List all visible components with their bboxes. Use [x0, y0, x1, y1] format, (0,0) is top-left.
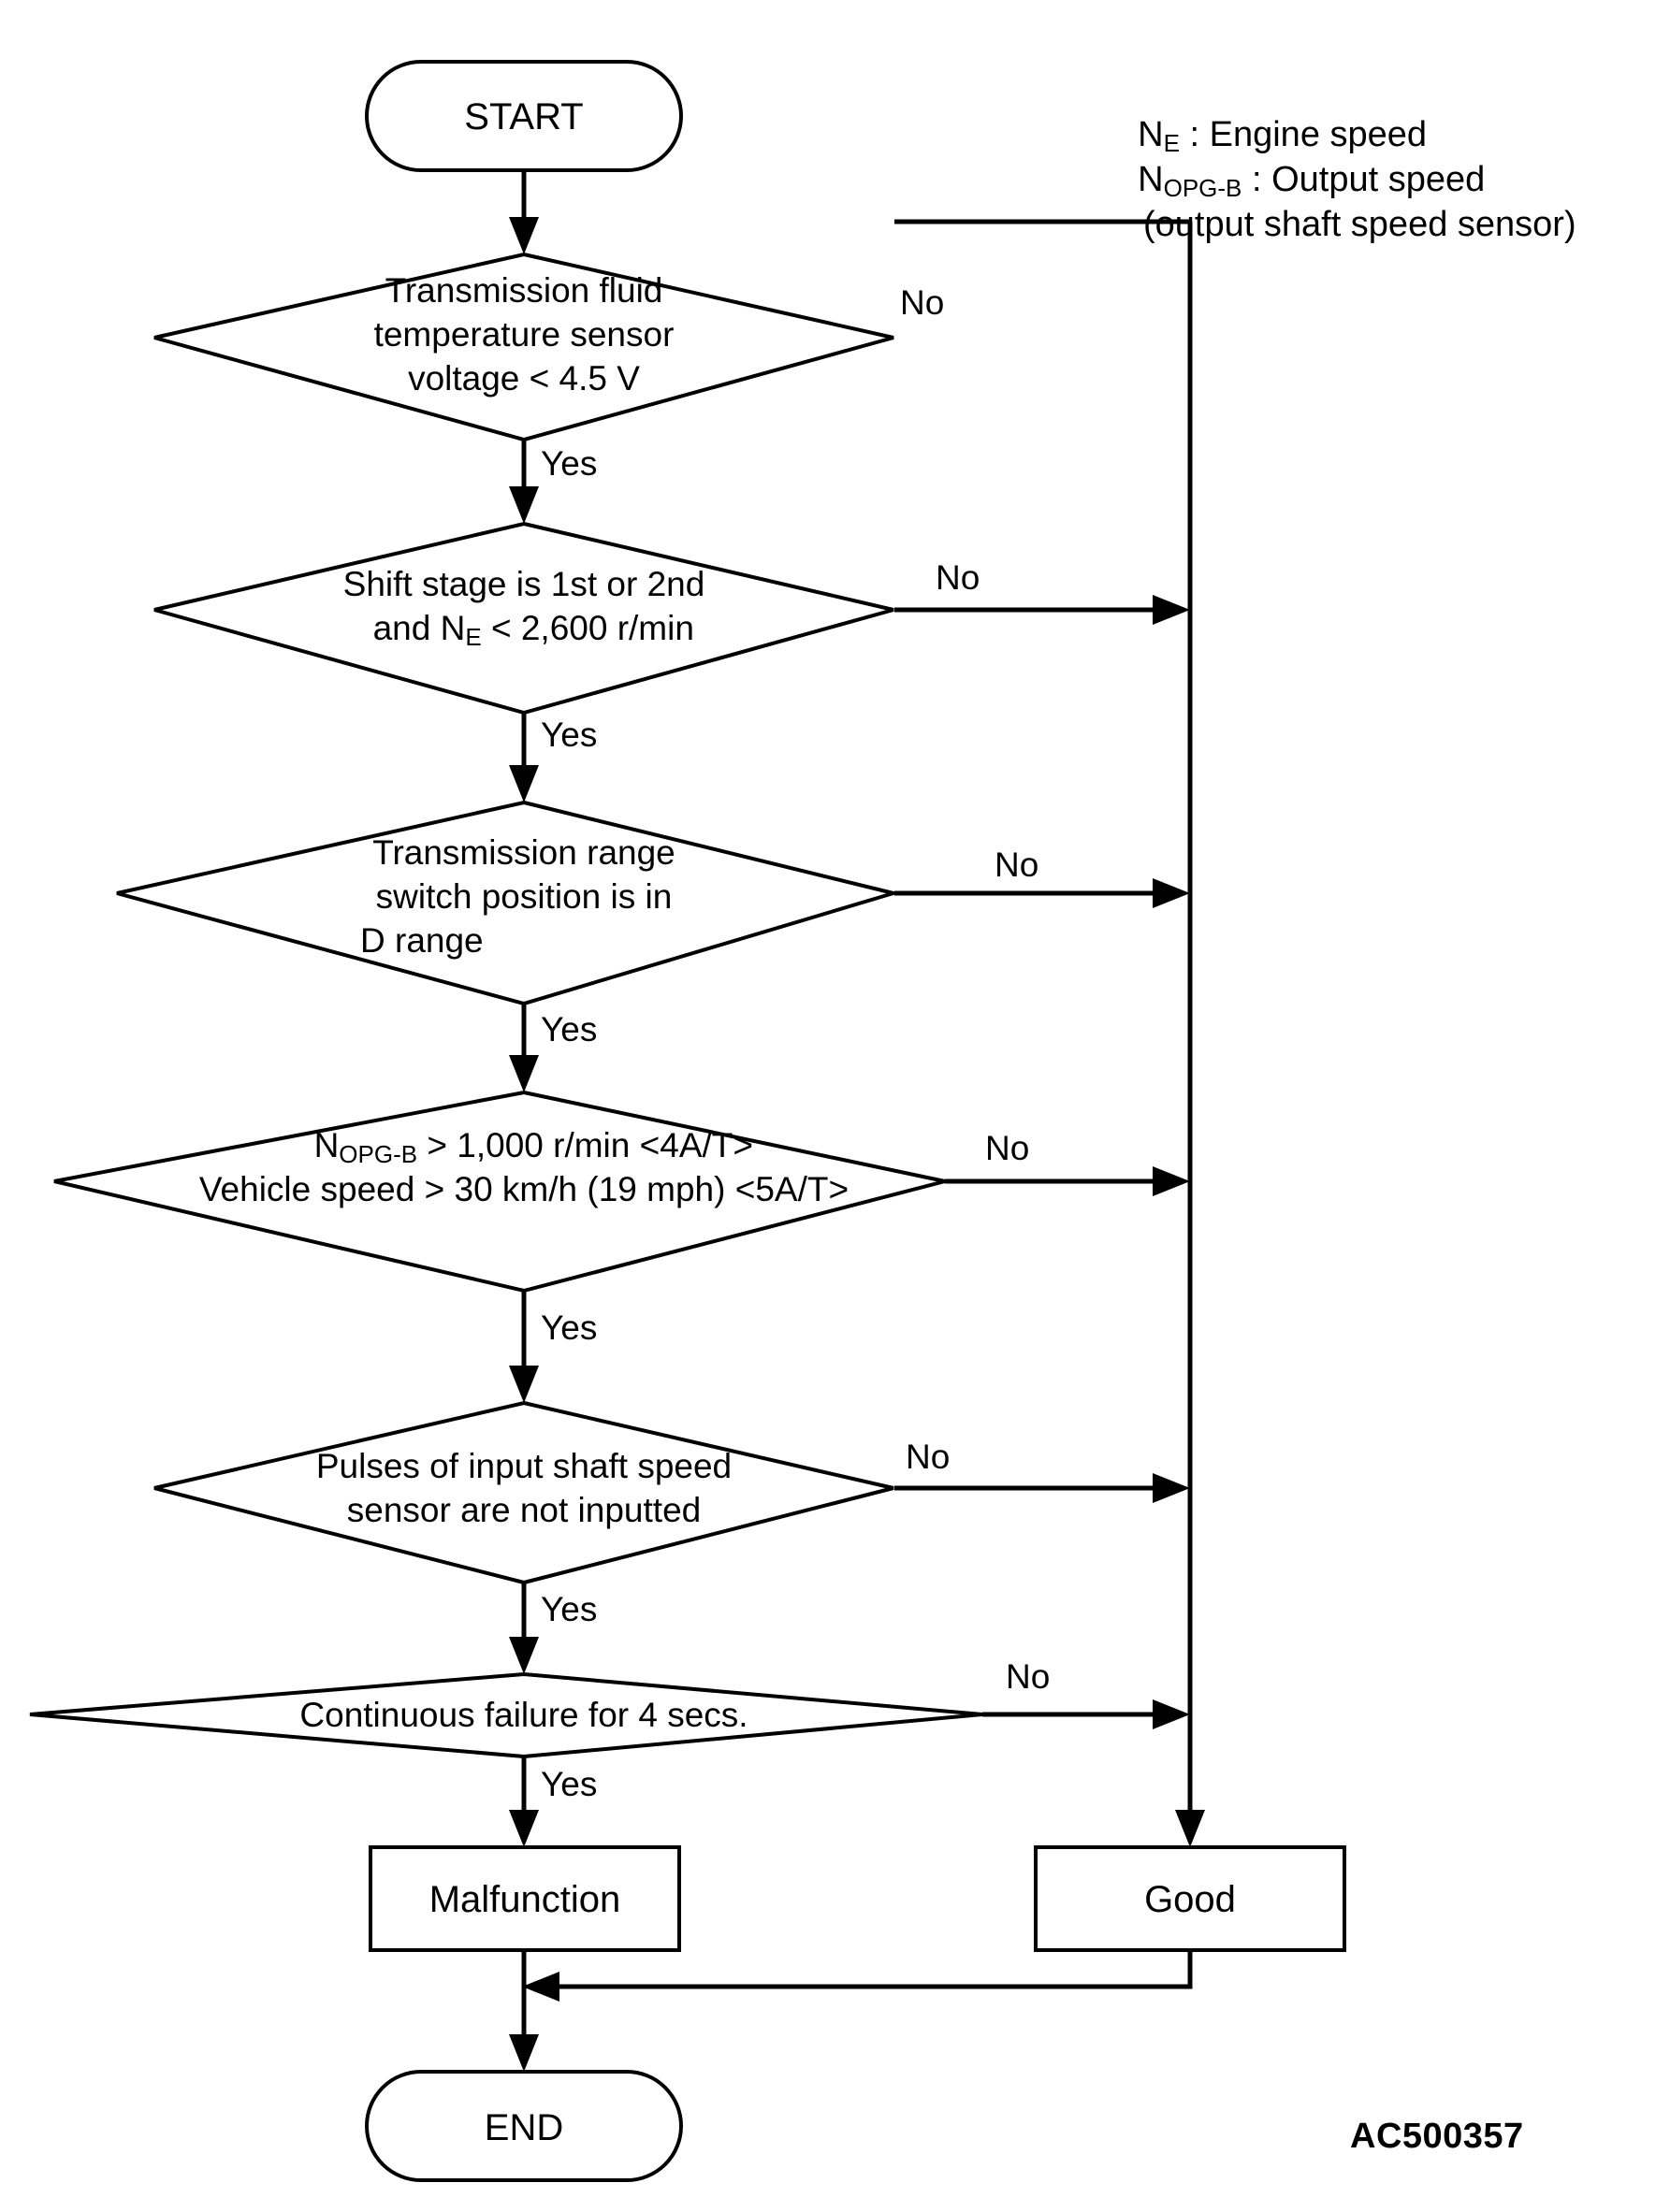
edge-good-to-merge	[541, 1950, 1193, 1989]
arrowhead-d6-no	[1153, 1699, 1190, 1729]
decision-transmission-range-switch-d-range	[116, 800, 901, 1006]
decision-1-yes-label: Yes	[541, 444, 597, 483]
decision-3-line-2: switch position is in	[376, 877, 673, 916]
arrowhead-d3-yes	[509, 1055, 539, 1092]
decision-fluid-temp-sensor-voltage	[153, 252, 894, 442]
connector-layer	[509, 170, 1205, 2072]
legend-group: NE : Engine speed NOPG-B : Output speed …	[1029, 115, 1576, 244]
decision-3-line-3: D range	[360, 921, 484, 960]
legend-line-1: NE : Engine speed	[1029, 115, 1516, 157]
start-terminal	[365, 60, 683, 172]
decision-2-line-2: and NE < 2,600 r/min	[268, 609, 781, 651]
arrowhead-d2-yes	[509, 765, 539, 802]
decision-1-no-label: No	[900, 283, 944, 322]
shape-layer	[29, 60, 1346, 2182]
decision-3-text: Transmission range switch position is in…	[360, 833, 675, 960]
decision-5-line-1: Pulses of input shaft speed	[316, 1447, 732, 1485]
decision-1-line-3: voltage < 4.5 V	[408, 359, 640, 398]
decision-4-no-label: No	[985, 1129, 1029, 1167]
legend-2-definition: Output speed	[1271, 160, 1485, 199]
arrowhead-d6-yes	[509, 1810, 539, 1847]
decision-shift-stage-and-engine-speed	[153, 521, 894, 716]
decision-4-line-1-prefix: N	[314, 1126, 340, 1164]
arrowhead-start-to-d1	[509, 217, 539, 254]
arrowhead-d5-no	[1153, 1473, 1190, 1503]
decision-2-text: Shift stage is 1st or 2nd and NE < 2,600…	[268, 565, 781, 651]
decision-6-no-label: No	[1006, 1657, 1050, 1696]
decision-4-text: NOPG-B > 1,000 r/min <4A/T> Vehicle spee…	[199, 1126, 849, 1208]
decision-2-line-2-prefix: and N	[373, 609, 466, 647]
decision-5-no-label: No	[906, 1438, 950, 1476]
decision-4-line-1-suffix: > 1,000 r/min <4A/T>	[417, 1126, 753, 1164]
decision-4-line-1: NOPG-B > 1,000 r/min <4A/T>	[208, 1126, 839, 1168]
decision-6-line-1: Continuous failure for 4 secs.	[299, 1696, 748, 1734]
arrowhead-d2-no	[1153, 595, 1190, 625]
decision-2-line-2-suffix: < 2,600 r/min	[482, 609, 694, 647]
decision-2-line-1: Shift stage is 1st or 2nd	[343, 565, 705, 603]
decision-1-text: Transmission fluid temperature sensor vo…	[374, 271, 675, 398]
decision-1-line-1: Transmission fluid	[385, 271, 663, 310]
arrowhead-d5-yes	[509, 1637, 539, 1674]
decision-input-shaft-speed-pulses	[153, 1400, 894, 1585]
arrowhead-trunk-to-good	[1175, 1810, 1205, 1847]
decision-4-line-1-sub: OPG-B	[339, 1140, 417, 1168]
arrowhead-d4-no	[1153, 1166, 1190, 1196]
arrowhead-d3-no	[1153, 878, 1190, 908]
legend-line-2: NOPG-B : Output speed	[1029, 160, 1574, 202]
decision-4-line-2: Vehicle speed > 30 km/h (19 mph) <5A/T>	[199, 1170, 849, 1208]
decision-2-no-label: No	[936, 558, 980, 597]
outcome-malfunction-box	[369, 1845, 681, 1952]
legend-2-symbol-base: N	[1138, 160, 1163, 199]
decision-5-text: Pulses of input shaft speed sensor are n…	[316, 1447, 732, 1529]
start-label: START	[464, 96, 583, 137]
legend-2-separator: :	[1242, 160, 1271, 199]
arrowhead-to-end	[509, 2034, 539, 2072]
decision-3-no-label: No	[995, 846, 1038, 884]
legend-1-definition: Engine speed	[1210, 115, 1427, 154]
decision-1-line-2: temperature sensor	[374, 315, 675, 354]
legend-2-symbol-sub: OPG-B	[1164, 174, 1242, 202]
outcome-malfunction-label: Malfunction	[429, 1879, 621, 1920]
decision-4-yes-label: Yes	[541, 1308, 597, 1347]
arrowhead-d1-yes	[509, 486, 539, 524]
legend-1-symbol-base: N	[1138, 115, 1163, 154]
text-layer: START NE : Engine speed NOPG-B : Output …	[199, 96, 1576, 2156]
decision-6-yes-label: Yes	[541, 1765, 597, 1803]
end-label: END	[485, 2107, 563, 2148]
reference-code: AC500357	[1350, 2117, 1524, 2156]
legend-line-3: (output shaft speed sensor)	[1143, 205, 1576, 244]
arrowhead-good-merge	[522, 1972, 559, 2002]
arrowhead-d4-yes	[509, 1366, 539, 1403]
decision-continuous-failure-4-secs	[29, 1671, 983, 1759]
outcome-good-box	[1034, 1845, 1346, 1952]
legend-1-separator: :	[1180, 115, 1210, 154]
legend-1-symbol-sub: E	[1164, 129, 1180, 157]
end-terminal	[365, 2070, 683, 2182]
decision-2-yes-label: Yes	[541, 716, 597, 754]
decision-5-yes-label: Yes	[541, 1590, 597, 1628]
decision-3-line-1: Transmission range	[372, 833, 675, 872]
decision-2-line-2-sub: E	[465, 623, 481, 651]
decision-output-speed-or-vehicle-speed	[53, 1090, 946, 1294]
decision-3-yes-label: Yes	[541, 1010, 597, 1048]
decision-5-line-2: sensor are not inputted	[347, 1491, 701, 1529]
outcome-good-label: Good	[1144, 1879, 1236, 1920]
